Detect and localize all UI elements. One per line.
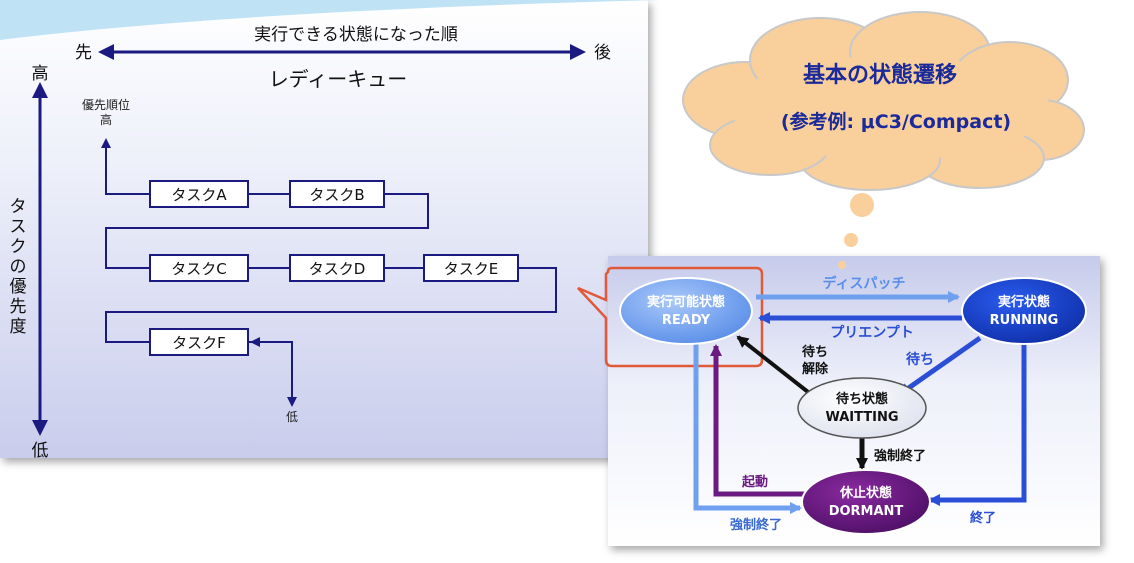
svg-text:WAITTING: WAITTING — [825, 410, 898, 425]
decorative-swoosh — [0, 0, 660, 40]
release-label-2: 解除 — [801, 361, 829, 377]
force-end-2-label: 強制終了 — [730, 517, 782, 533]
thought-cloud — [682, 11, 1085, 269]
order-label: 実行できる状態になった順 — [254, 25, 458, 45]
svg-text:タスクA: タスクA — [171, 186, 227, 204]
wait-label: 待ち — [906, 351, 934, 368]
state-running: 実行状態 RUNNING — [961, 277, 1087, 345]
svg-text:ク: ク — [10, 237, 27, 257]
task-box-f: タスクF — [149, 328, 249, 356]
priority-high-label: 高 — [32, 64, 49, 84]
state-ready: 実行可能状態 READY — [619, 277, 753, 345]
priority-order-label: 優先順位 — [82, 97, 130, 112]
task-box-e: タスクE — [423, 254, 519, 282]
svg-text:度: 度 — [10, 317, 27, 337]
first-label: 先 — [75, 43, 92, 63]
ready-queue-title: レディーキュー — [269, 67, 408, 91]
cloud-title: 基本の状態遷移 — [803, 62, 957, 88]
state-dormant: 休止状態 DORMANT — [801, 469, 931, 535]
preempt-label: プリエンプト — [830, 325, 914, 341]
last-label: 後 — [594, 43, 611, 63]
state-waiting: 待ち状態 WAITTING — [797, 377, 927, 439]
svg-text:RUNNING: RUNNING — [990, 313, 1059, 328]
execution-order-arrow — [98, 44, 586, 60]
force-end-label: 強制終了 — [874, 448, 926, 464]
task-box-a: タスクA — [149, 180, 249, 208]
wait-arrow — [898, 335, 982, 397]
end-label: 終了 — [970, 510, 996, 526]
priority-order-high: 高 — [100, 112, 112, 127]
task-box-c: タスクC — [149, 254, 249, 282]
svg-text:READY: READY — [662, 313, 711, 328]
svg-text:タスクE: タスクE — [444, 260, 498, 278]
svg-text:タ: タ — [10, 197, 27, 217]
svg-text:タスクD: タスクD — [309, 260, 366, 278]
svg-text:ス: ス — [10, 217, 27, 237]
priority-order-low: 低 — [286, 410, 298, 424]
queue-links — [101, 138, 557, 407]
svg-text:タスクC: タスクC — [171, 260, 226, 278]
svg-text:タスクB: タスクB — [309, 186, 364, 204]
start-label: 起動 — [741, 474, 768, 490]
priority-low-label: 低 — [32, 441, 49, 461]
cloud-subtitle: (参考例: μC3/Compact) — [781, 110, 1011, 133]
task-box-d: タスクD — [289, 254, 385, 282]
priority-axis-arrow — [32, 82, 48, 436]
svg-text:DORMANT: DORMANT — [829, 504, 904, 519]
svg-text:実行状態: 実行状態 — [998, 294, 1050, 310]
force-end-2-arrow — [693, 340, 802, 514]
dispatch-label: ディスパッチ — [822, 275, 905, 292]
start-arrow — [710, 344, 808, 497]
svg-text:先: 先 — [10, 297, 27, 317]
task-priority-vertical-label: タ ス ク の 優 先 度 — [10, 197, 27, 337]
svg-text:休止状態: 休止状態 — [839, 485, 892, 501]
svg-text:実行可能状態: 実行可能状態 — [647, 294, 725, 310]
svg-text:待ち状態: 待ち状態 — [835, 391, 888, 407]
task-box-b: タスクB — [289, 180, 385, 208]
svg-text:の: の — [10, 257, 27, 277]
svg-text:優: 優 — [10, 277, 27, 297]
release-arrow — [736, 335, 810, 394]
end-arrow — [928, 342, 1027, 506]
ready-highlight-callout — [577, 266, 764, 368]
release-label-1: 待ち — [801, 344, 828, 360]
svg-text:タスクF: タスクF — [172, 334, 226, 352]
